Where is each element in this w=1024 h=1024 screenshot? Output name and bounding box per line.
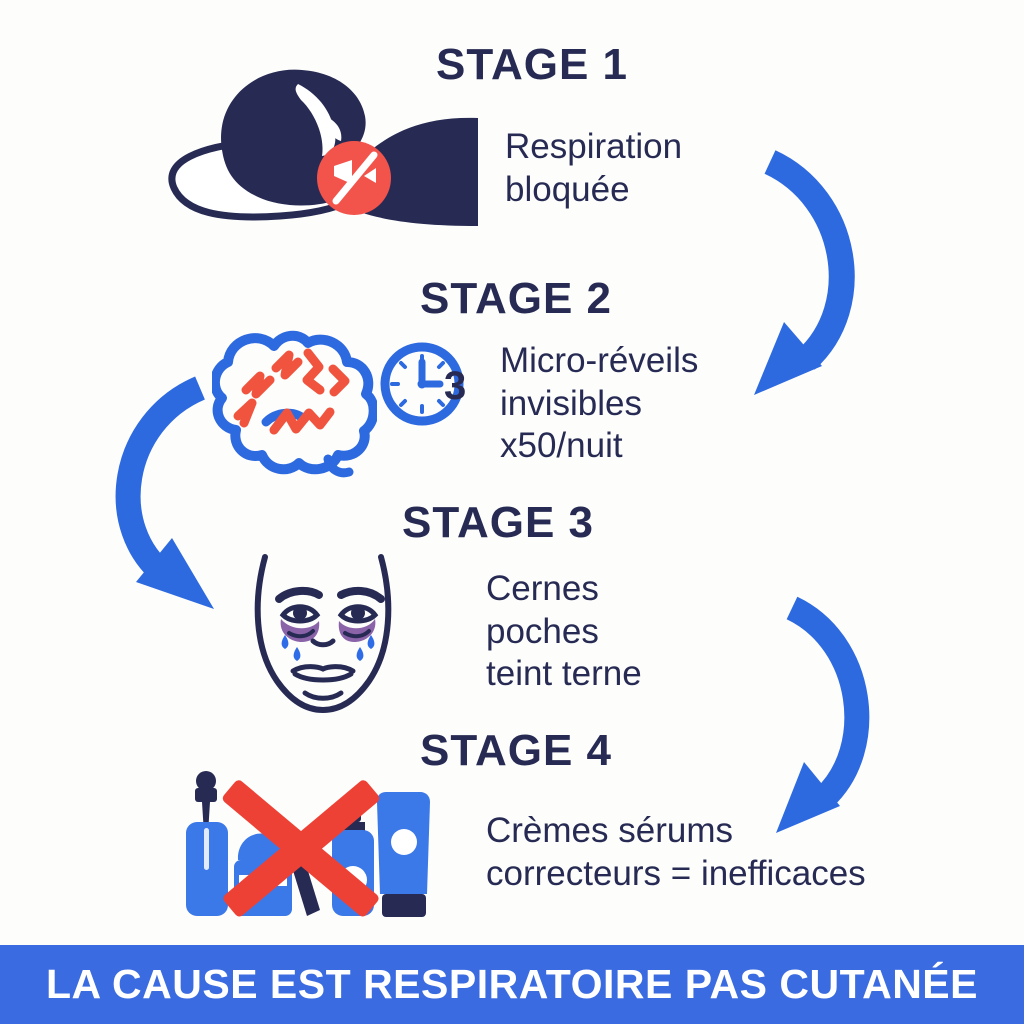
curved-arrow-down-icon xyxy=(776,596,870,833)
applicator-stick xyxy=(291,858,320,916)
curved-arrow-down-icon xyxy=(115,376,214,609)
stage-2-line-2: invisibles xyxy=(500,383,642,423)
stage-4-line-1: Crèmes sérums xyxy=(486,811,733,850)
stage-3-title: STAGE 3 xyxy=(401,498,594,547)
stage-4-text: Crèmes sérums correcteurs = inefficaces xyxy=(486,810,866,895)
stage-1-text: Respiration bloquée xyxy=(505,126,682,211)
stage-2-title: STAGE 2 xyxy=(419,274,612,323)
brain-zigzag-icon xyxy=(212,330,377,478)
clock-number: 3 xyxy=(444,364,466,408)
blocked-airway-badge-icon xyxy=(317,141,391,215)
face-outline xyxy=(254,554,392,713)
stage-3-line-1: Cernes xyxy=(486,569,599,608)
eye-bags xyxy=(280,619,376,643)
eyes xyxy=(279,604,379,624)
curved-arrow-down-icon xyxy=(754,150,855,395)
mouth xyxy=(290,664,356,701)
stage-3-text: Cernes poches teint terne xyxy=(486,568,642,696)
crossed-out-skincare-products-icon xyxy=(186,771,430,917)
clock-icon: 3 xyxy=(380,342,466,426)
stage-4-title: STAGE 4 xyxy=(419,726,612,775)
cream-tube xyxy=(377,792,430,917)
tired-face-dark-circles-icon xyxy=(254,554,392,713)
stage-2-text: Micro-réveils invisibles x50/nuit xyxy=(500,340,698,468)
dropper-bottle xyxy=(186,771,228,916)
conclusion-banner-text: LA CAUSE EST RESPIRATOIRE PAS CUTANÉE xyxy=(46,961,978,1007)
nose xyxy=(310,638,336,648)
stage-1-title: STAGE 1 xyxy=(435,40,628,89)
stage-3-line-3: teint terne xyxy=(486,654,642,694)
tears xyxy=(281,635,375,661)
stress-zigzags xyxy=(233,348,350,435)
stage-2-line-3: x50/nuit xyxy=(500,426,623,466)
stage-3-line-2: poches xyxy=(486,611,599,651)
stage-2-line-1: Micro-réveils xyxy=(500,341,699,380)
stage-1-line-1: Respiration xyxy=(505,127,683,166)
face-highlight xyxy=(295,84,336,156)
sleeping-person-blocked-airway-icon xyxy=(168,69,478,226)
red-cross-icon xyxy=(222,780,380,917)
mouth-highlight xyxy=(322,116,342,141)
stage-4-line-2: correcteurs = inefficaces xyxy=(486,853,866,893)
eyebrows xyxy=(275,586,385,603)
stage-1-line-2: bloquée xyxy=(505,169,630,209)
conclusion-banner: LA CAUSE EST RESPIRATOIRE PAS CUTANÉE xyxy=(0,945,1024,1024)
